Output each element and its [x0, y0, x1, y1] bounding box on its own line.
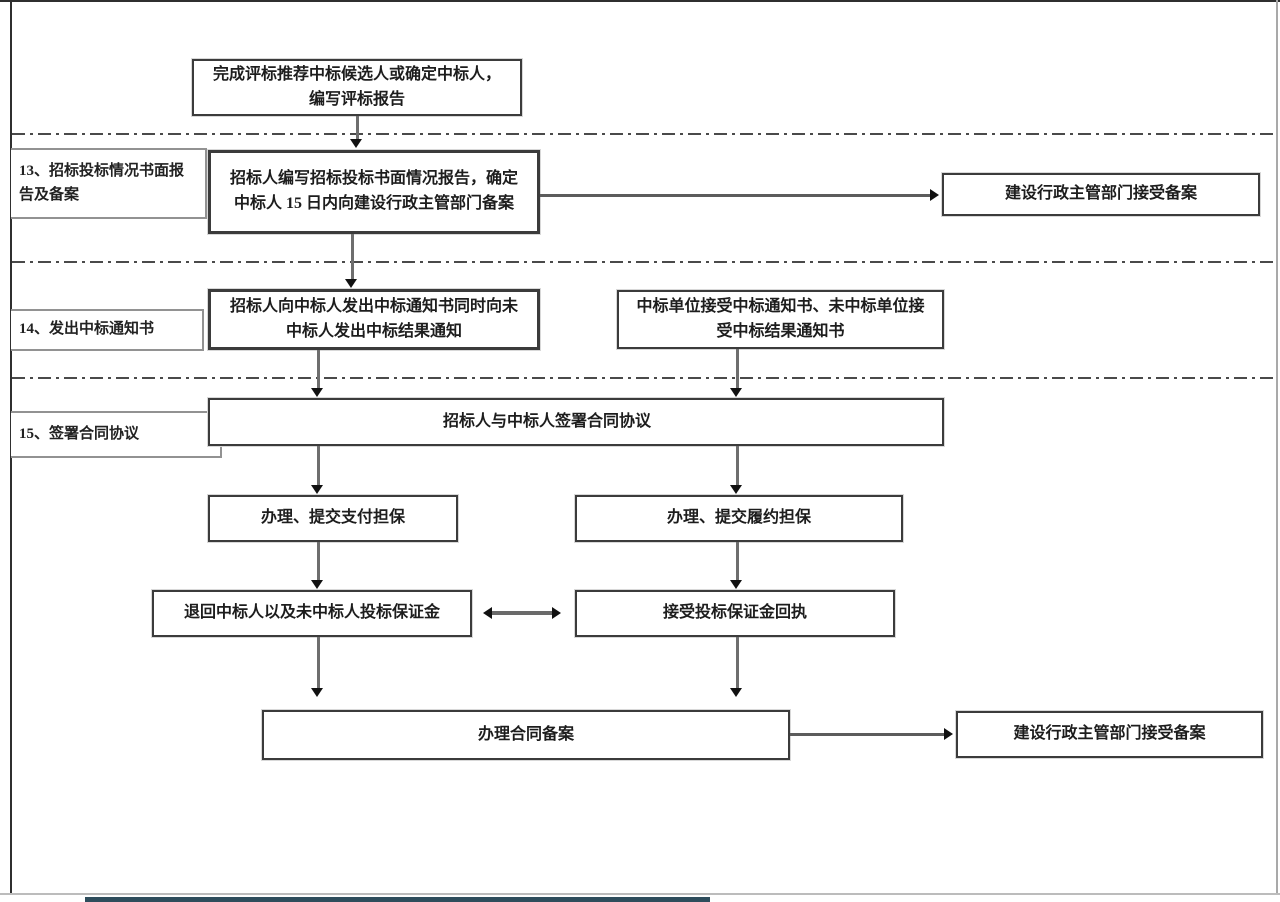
- bottom-accent-bar: [85, 897, 710, 902]
- page-bottom-border: [0, 893, 1280, 895]
- dash-separator-2: [12, 261, 1274, 263]
- arrow-right-icon: [944, 728, 953, 740]
- arrow-down-icon: [311, 388, 323, 397]
- step-label-15-text: 15、签署合同协议: [19, 425, 140, 442]
- node-receive-notice-text: 中标单位接受中标通知书、未中标单位接受中标结果通知书: [636, 297, 925, 340]
- node-sign-contract: 招标人与中标人签署合同协议: [208, 398, 944, 446]
- node-receive-notice: 中标单位接受中标通知书、未中标单位接受中标结果通知书: [617, 290, 944, 349]
- step-label-13-text: 13、招标投标情况书面报告及备案: [19, 163, 185, 203]
- node-authority-accept-record-2: 建设行政主管部门接受备案: [956, 711, 1263, 758]
- connector-report-to-authority1: [540, 194, 932, 197]
- arrow-down-icon: [730, 388, 742, 397]
- node-finish-evaluation: 完成评标推荐中标候选人或确定中标人，编写评标报告: [192, 59, 522, 116]
- node-performance-guarantee-text: 办理、提交履约担保: [666, 509, 811, 527]
- connector-performance-to-receipt: [736, 542, 739, 582]
- step-label-13: 13、招标投标情况书面报告及备案: [11, 148, 207, 219]
- arrow-down-icon: [311, 688, 323, 697]
- node-sign-contract-text: 招标人与中标人签署合同协议: [442, 412, 651, 430]
- node-bond-receipt: 接受投标保证金回执: [575, 590, 895, 637]
- connector-receipt-to-contract: [736, 637, 739, 689]
- arrow-down-icon: [730, 580, 742, 589]
- arrow-down-icon: [730, 485, 742, 494]
- dash-separator-1: [12, 133, 1274, 135]
- arrow-down-icon: [730, 688, 742, 697]
- arrow-right-icon: [930, 189, 939, 201]
- node-finish-evaluation-text: 完成评标推荐中标候选人或确定中标人，编写评标报告: [212, 65, 501, 108]
- connector-contract-to-authority2: [790, 733, 946, 736]
- arrow-down-icon: [311, 580, 323, 589]
- step-label-14: 14、发出中标通知书: [11, 309, 204, 351]
- connector-payment-to-refund: [317, 542, 320, 582]
- node-authority-accept-record-2-text: 建设行政主管部门接受备案: [1013, 725, 1206, 743]
- connector-sign-to-payment: [317, 446, 320, 487]
- connector-refund-receipt-double: [491, 611, 553, 615]
- dash-separator-3: [12, 377, 1274, 379]
- node-performance-guarantee: 办理、提交履约担保: [575, 495, 903, 542]
- node-written-report: 招标人编写招标投标书面情况报告，确定中标人 15 日内向建设行政主管部门备案: [208, 150, 540, 234]
- arrow-right-icon: [552, 607, 561, 619]
- node-written-report-text: 招标人编写招标投标书面情况报告，确定中标人 15 日内向建设行政主管部门备案: [229, 170, 518, 212]
- step-label-14-text: 14、发出中标通知书: [19, 321, 155, 338]
- arrow-down-icon: [350, 139, 362, 148]
- page-top-border: [0, 0, 1280, 2]
- node-authority-accept-record-1: 建设行政主管部门接受备案: [942, 173, 1260, 216]
- connector-report-to-send: [351, 234, 354, 281]
- node-refund-bid-bond-text: 退回中标人以及未中标人投标保证金: [183, 604, 440, 622]
- arrow-left-icon: [483, 607, 492, 619]
- node-send-notice-text: 招标人向中标人发出中标通知书同时向未中标人发出中标结果通知: [229, 297, 518, 340]
- connector-receive-to-sign: [736, 349, 739, 390]
- step-label-15: 15、签署合同协议: [11, 411, 222, 458]
- page-right-border: [1276, 0, 1278, 893]
- arrow-down-icon: [345, 279, 357, 288]
- connector-send-to-sign: [317, 350, 320, 390]
- node-authority-accept-record-1-text: 建设行政主管部门接受备案: [1004, 185, 1197, 203]
- node-send-notice: 招标人向中标人发出中标通知书同时向未中标人发出中标结果通知: [208, 289, 540, 350]
- node-contract-record: 办理合同备案: [262, 710, 790, 760]
- connector-refund-to-contract: [317, 637, 320, 689]
- node-payment-guarantee-text: 办理、提交支付担保: [260, 509, 405, 527]
- node-bond-receipt-text: 接受投标保证金回执: [662, 604, 807, 622]
- node-contract-record-text: 办理合同备案: [477, 725, 574, 743]
- node-payment-guarantee: 办理、提交支付担保: [208, 495, 458, 542]
- connector-start-to-report: [356, 116, 359, 142]
- node-refund-bid-bond: 退回中标人以及未中标人投标保证金: [152, 590, 472, 637]
- arrow-down-icon: [311, 485, 323, 494]
- connector-sign-to-performance: [736, 446, 739, 487]
